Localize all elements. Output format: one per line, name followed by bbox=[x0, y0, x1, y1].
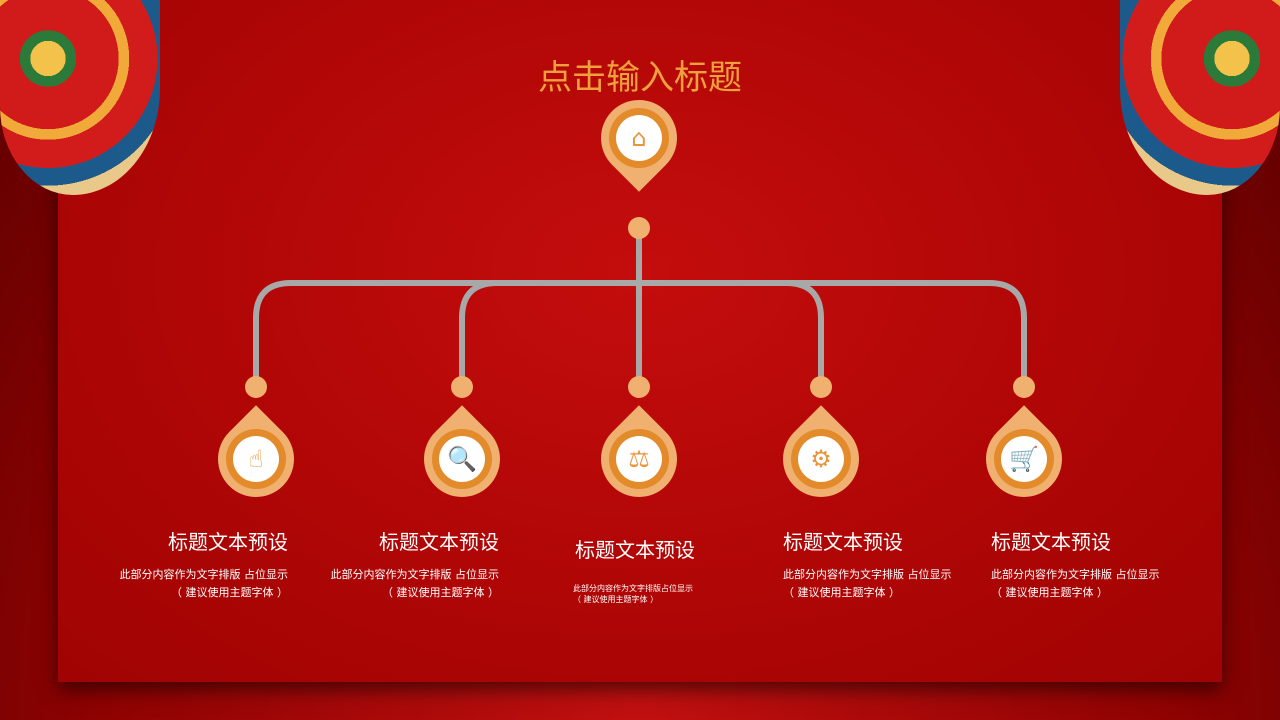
item-title[interactable]: 标题文本预设 bbox=[783, 530, 903, 554]
node-dot bbox=[810, 376, 832, 398]
description-line: 此部分内容作为文字排版 占位显示 bbox=[991, 568, 1160, 581]
description-line: 此部分内容作为文字排版 占位显示 bbox=[330, 568, 500, 581]
magnifier-icon: 🔍 bbox=[439, 436, 485, 482]
item-description[interactable]: 此部分内容作为文字排版 占位显示 （ 建议使用主题字体 ） bbox=[783, 566, 952, 602]
shopping-cart-icon: 🛒 bbox=[1001, 436, 1047, 482]
item-description[interactable]: 此部分内容作为文字排版 占位显示 （ 建议使用主题字体 ） bbox=[120, 566, 289, 602]
description-line: （ 建议使用主题字体 ） bbox=[573, 595, 659, 604]
item-title[interactable]: 标题文本预设 bbox=[379, 530, 499, 554]
description-line: （ 建议使用主题字体 ） bbox=[991, 586, 1108, 599]
item-description[interactable]: 此部分内容作为文字排版 占位显示 （ 建议使用主题字体 ） bbox=[331, 566, 500, 602]
description-line: （ 建议使用主题字体 ） bbox=[171, 586, 288, 599]
root-pin[interactable]: ⌂ bbox=[585, 84, 693, 196]
scales-icon: ⚖ bbox=[616, 436, 662, 482]
node-pin[interactable]: ⚖ bbox=[585, 401, 693, 513]
gear-icon: ⚙ bbox=[798, 436, 844, 482]
root-dot bbox=[628, 217, 650, 239]
node-pin[interactable]: 🔍 bbox=[408, 401, 516, 513]
node-pin[interactable]: 🛒 bbox=[970, 401, 1078, 513]
floral-ornament-left bbox=[0, 0, 160, 195]
node-pin[interactable]: ☝ bbox=[202, 401, 310, 513]
home-icon: ⌂ bbox=[616, 115, 662, 161]
node-dot bbox=[1013, 376, 1035, 398]
description-line: （ 建议使用主题字体 ） bbox=[382, 586, 499, 599]
node-dot bbox=[628, 376, 650, 398]
slide-title[interactable]: 点击输入标题 bbox=[538, 58, 742, 98]
item-title[interactable]: 标题文本预设 bbox=[991, 530, 1111, 554]
touch-hand-icon: ☝ bbox=[233, 436, 279, 482]
item-description[interactable]: 此部分内容作为文字排版占位显示 （ 建议使用主题字体 ） bbox=[573, 583, 693, 605]
description-line: 此部分内容作为文字排版 占位显示 bbox=[119, 568, 289, 581]
item-description[interactable]: 此部分内容作为文字排版 占位显示 （ 建议使用主题字体 ） bbox=[991, 566, 1160, 602]
item-title[interactable]: 标题文本预设 bbox=[168, 530, 288, 554]
item-title[interactable]: 标题文本预设 bbox=[575, 538, 695, 562]
description-line: 此部分内容作为文字排版占位显示 bbox=[573, 584, 693, 593]
node-dot bbox=[451, 376, 473, 398]
node-pin[interactable]: ⚙ bbox=[767, 401, 875, 513]
description-line: （ 建议使用主题字体 ） bbox=[783, 586, 900, 599]
node-dot bbox=[245, 376, 267, 398]
description-line: 此部分内容作为文字排版 占位显示 bbox=[783, 568, 952, 581]
